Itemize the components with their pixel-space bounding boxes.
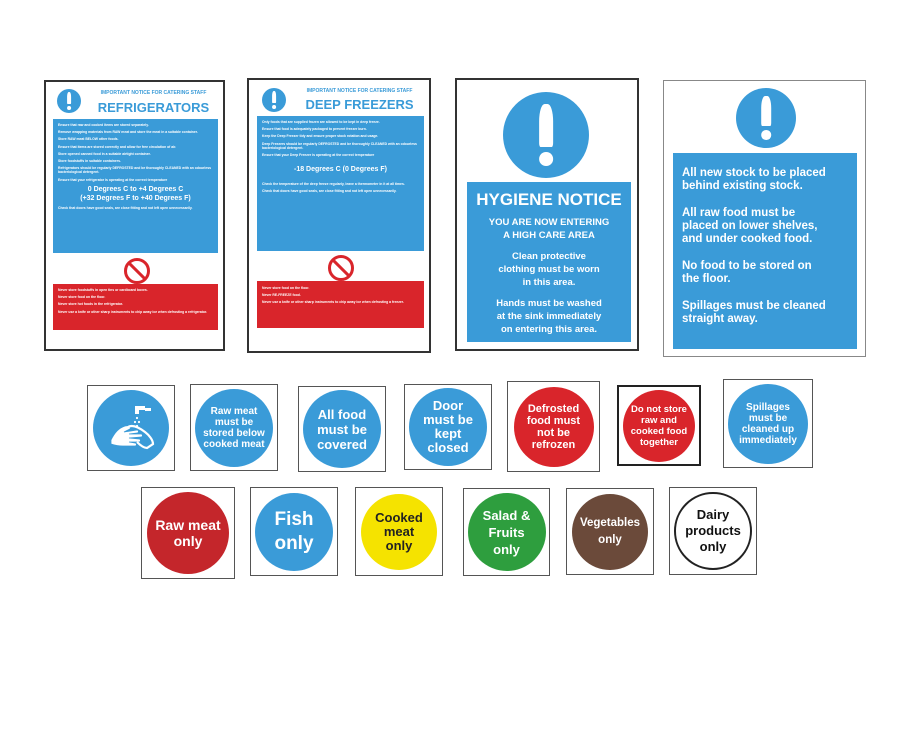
- refrigerators-temp: 0 Degrees C to +4 Degrees C (+32 Degrees…: [80, 185, 191, 202]
- freezers-rules-box: Only foods that are supplied frozen are …: [257, 116, 424, 251]
- stock-rules-box: All new stock to be placed behind existi…: [673, 153, 857, 349]
- freezers-title: DEEP FREEZERS: [305, 97, 414, 112]
- hygiene-clothing-text: Clean protective clothing must be worn i…: [498, 251, 600, 288]
- prohibition-icon: [124, 258, 150, 284]
- door-kept-closed-sign: Door must be kept closed: [404, 384, 492, 470]
- hygiene-box: HYGIENE NOTICE YOU ARE NOW ENTERING A HI…: [467, 182, 631, 342]
- defrosted-not-refrozen-disc: Defrosted food must not be refrozen: [513, 386, 594, 467]
- exclamation-icon: [262, 88, 286, 112]
- defrosted-not-refrozen-sign: Defrosted food must not be refrozen: [507, 381, 600, 472]
- prohibition-icon: [328, 255, 354, 281]
- exclamation-icon: [57, 89, 81, 113]
- spillages-cleaned-disc: Spillages must be cleaned up immediately: [728, 383, 808, 464]
- stock-rules-poster: All new stock to be placed behind existi…: [663, 80, 866, 357]
- refrigerators-notice: IMPORTANT NOTICE FOR CATERING STAFF: [100, 90, 207, 96]
- freezers-temp: -18 Degrees C (0 Degrees F): [294, 166, 387, 174]
- dairy-products-only-sign: Dairy products only: [669, 487, 757, 575]
- exclamation-icon: [736, 88, 796, 148]
- freezers-never-box: Never store food on the floor. Never RE-…: [257, 281, 424, 328]
- vegetables-only-disc: Vegetables only: [572, 493, 648, 570]
- spillages-cleaned-sign: Spillages must be cleaned up immediately: [723, 379, 813, 468]
- raw-meat-only-sign: Raw meat only: [141, 487, 235, 579]
- salad-fruits-only-sign: Salad & Fruits only: [463, 488, 550, 576]
- hygiene-title: HYGIENE NOTICE: [476, 190, 622, 209]
- freezers-notice: IMPORTANT NOTICE FOR CATERING STAFF: [306, 88, 413, 94]
- hand-washing-disc: [93, 390, 169, 466]
- refrigerators-never-box: Never store foodstuffs in open tins or c…: [53, 284, 218, 330]
- refrigerators-poster: IMPORTANT NOTICE FOR CATERING STAFF REFR…: [44, 80, 225, 351]
- dairy-products-only-disc: Dairy products only: [674, 492, 752, 570]
- all-food-covered-sign: All food must be covered: [298, 386, 386, 472]
- refrigerators-title: REFRIGERATORS: [97, 100, 210, 115]
- hand-washing-sign: [87, 385, 175, 471]
- fish-only-disc: Fish only: [255, 492, 333, 571]
- do-not-store-raw-cooked-sign: Do not store raw and cooked food togethe…: [617, 385, 701, 466]
- cooked-meat-only-disc: Cooked meat only: [361, 493, 437, 570]
- hygiene-hands-text: Hands must be washed at the sink immedia…: [496, 298, 602, 335]
- hygiene-subtitle: YOU ARE NOW ENTERING A HIGH CARE AREA: [488, 217, 610, 241]
- raw-meat-only-disc: Raw meat only: [147, 492, 229, 574]
- door-kept-closed-disc: Door must be kept closed: [409, 388, 487, 466]
- fish-only-sign: Fish only: [250, 487, 338, 576]
- salad-fruits-only-disc: Salad & Fruits only: [467, 493, 546, 571]
- deep-freezers-poster: IMPORTANT NOTICE FOR CATERING STAFF DEEP…: [247, 78, 431, 353]
- refrigerators-rules-box: Ensure that raw and cooked items are sto…: [53, 119, 218, 253]
- exclamation-icon: [503, 92, 589, 178]
- cooked-meat-only-sign: Cooked meat only: [355, 487, 443, 576]
- hand-washing-icon: [110, 406, 155, 450]
- raw-meat-below-sign: Raw meat must be stored below cooked mea…: [190, 384, 278, 471]
- all-food-covered-disc: All food must be covered: [303, 390, 381, 468]
- hygiene-notice-poster: HYGIENE NOTICE YOU ARE NOW ENTERING A HI…: [455, 78, 639, 351]
- vegetables-only-sign: Vegetables only: [566, 488, 654, 575]
- do-not-store-raw-cooked-disc: Do not store raw and cooked food togethe…: [623, 389, 695, 462]
- raw-meat-below-disc: Raw meat must be stored below cooked mea…: [195, 388, 273, 467]
